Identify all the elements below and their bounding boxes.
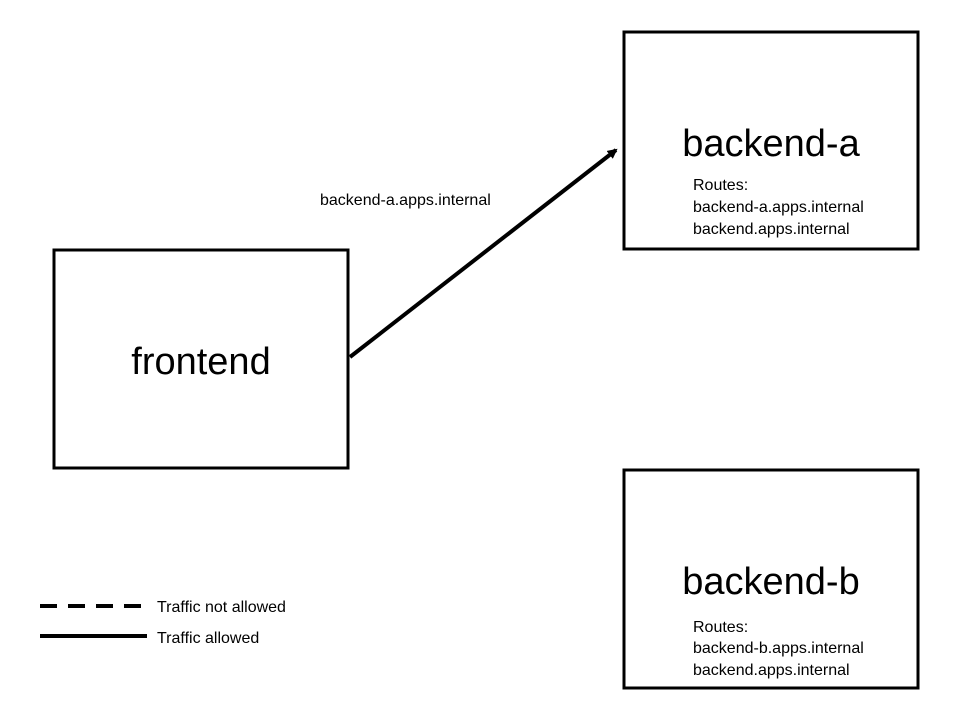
- backend-b-routes-label: Routes:: [693, 619, 748, 636]
- node-frontend: frontend: [52, 248, 350, 470]
- node-backend-a: backend-a Routes: backend-a.apps.interna…: [622, 30, 920, 251]
- legend: Traffic not allowed Traffic allowed: [40, 599, 286, 647]
- legend-label-allowed: Traffic allowed: [157, 630, 259, 647]
- backend-b-route-2: backend.apps.internal: [693, 662, 850, 679]
- node-backend-b: backend-b Routes: backend-b.apps.interna…: [622, 468, 920, 690]
- backend-a-title: backend-a: [682, 123, 860, 165]
- edge-frontend-to-backend-a: backend-a.apps.internal: [320, 148, 618, 359]
- backend-b-title: backend-b: [682, 561, 859, 603]
- backend-b-box: [622, 468, 920, 690]
- backend-a-route-2: backend.apps.internal: [693, 221, 850, 238]
- backend-a-routes-label: Routes:: [693, 177, 748, 194]
- allowed-traffic-arrow: [348, 148, 618, 359]
- frontend-title: frontend: [131, 341, 270, 383]
- backend-a-route-1: backend-a.apps.internal: [693, 199, 864, 216]
- backend-b-route-1: backend-b.apps.internal: [693, 640, 864, 657]
- backend-a-box: [622, 30, 920, 251]
- edge-label: backend-a.apps.internal: [320, 192, 491, 209]
- legend-label-not-allowed: Traffic not allowed: [157, 599, 286, 616]
- frontend-box: [52, 248, 350, 470]
